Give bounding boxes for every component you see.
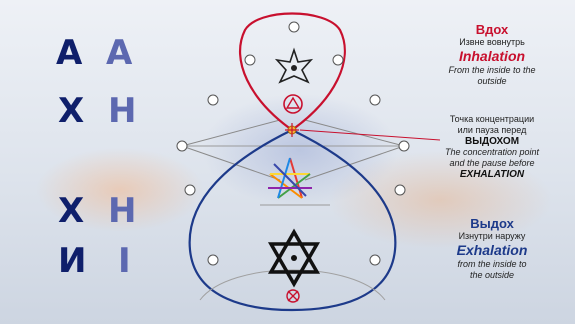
guide-line-left-upper	[182, 120, 280, 146]
star-of-david-icon	[271, 232, 317, 284]
exhalation-block: Выдох Изнутри наружу Exhalation from the…	[412, 216, 572, 281]
node-mid-left	[208, 95, 218, 105]
node-axis-right	[399, 141, 409, 151]
seven-pointed-star-icon	[277, 50, 311, 82]
pause-block: Точка концентрации или пауза перед ВЫДОХ…	[412, 114, 572, 180]
node-upper-left	[245, 55, 255, 65]
pause-ru-1: Точка концентрации	[412, 114, 572, 125]
triangle-in-circle-icon	[284, 95, 302, 113]
pause-ru-3: ВЫДОХОМ	[412, 136, 572, 147]
inhalation-title-en: Inhalation	[412, 48, 572, 65]
node-upper-right	[333, 55, 343, 65]
guide-line-left-lower	[182, 146, 280, 180]
node-mid-right	[370, 95, 380, 105]
letter-a-light: А	[106, 36, 132, 70]
inhalation-desc-2: outside	[412, 76, 572, 87]
letter-n-light-2: Н	[108, 194, 136, 228]
letter-n-light: Н	[108, 94, 136, 128]
node-bottom-left	[208, 255, 218, 265]
node-lower-left	[185, 185, 195, 195]
letter-x-dark-2: Х	[58, 194, 84, 228]
rainbow-heptagram-icon	[268, 158, 312, 198]
pause-en-3: EXHALATION	[412, 169, 572, 180]
letter-a-dark: А	[56, 36, 82, 70]
letter-x-dark: Х	[58, 94, 84, 128]
node-top	[289, 22, 299, 32]
pause-en-2: and the pause before	[412, 158, 572, 169]
inhalation-desc-1: From the inside to the	[412, 65, 572, 76]
guide-line-right-lower	[305, 146, 404, 180]
exhalation-desc-1: from the inside to	[412, 259, 572, 270]
node-lower-right	[395, 185, 405, 195]
exhalation-subtitle-ru: Изнутри наружу	[412, 231, 572, 242]
pause-ru-2: или пауза перед	[412, 125, 572, 136]
node-bottom-right	[370, 255, 380, 265]
crossed-circle-icon	[287, 290, 299, 302]
inhalation-block: Вдох Извне вовнутрь Inhalation From the …	[412, 22, 572, 87]
inhalation-title-ru: Вдох	[412, 22, 572, 37]
guide-line-right-upper	[305, 120, 404, 146]
node-axis-left	[177, 141, 187, 151]
pause-en-1: The concentration point	[412, 147, 572, 158]
letter-i-dark: И	[58, 244, 86, 278]
exhalation-title-ru: Выдох	[412, 216, 572, 231]
exhalation-title-en: Exhalation	[412, 242, 572, 259]
exhalation-desc-2: the outside	[412, 270, 572, 281]
inhalation-subtitle-ru: Извне вовнутрь	[412, 37, 572, 48]
letter-i-light: I	[118, 244, 131, 278]
